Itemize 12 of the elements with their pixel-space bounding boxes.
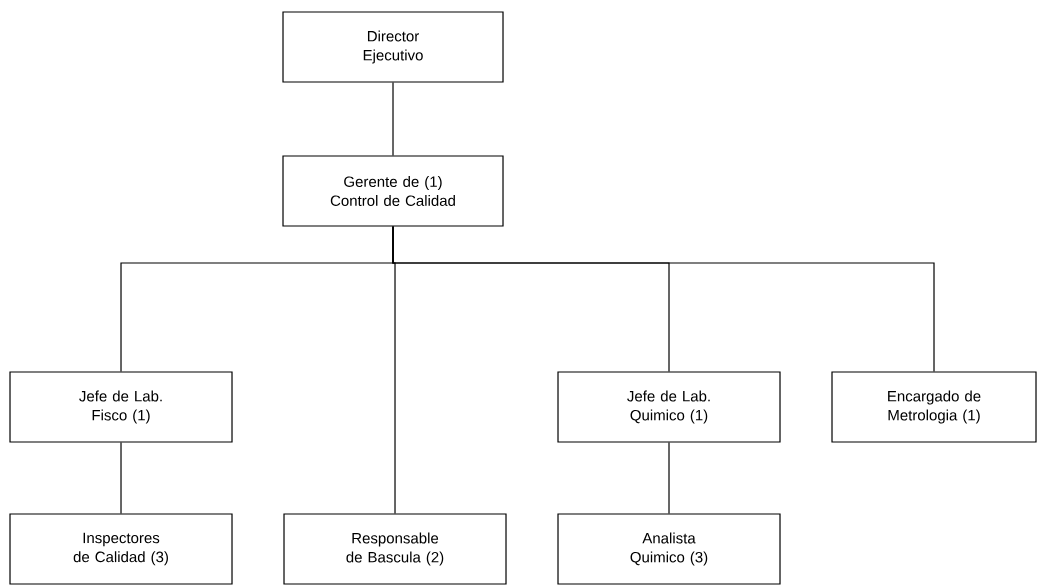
org-box: Responsable de Bascula (2) xyxy=(283,513,507,585)
connector-line xyxy=(120,442,122,514)
org-box: Jefe de Lab. Quimico (1) xyxy=(557,371,781,443)
org-box: Director Ejecutivo xyxy=(282,11,504,83)
org-box: Jefe de Lab. Fisco (1) xyxy=(9,371,233,443)
org-box: Gerente de (1) Control de Calidad xyxy=(282,155,504,227)
org-box: Encargado de Metrologia (1) xyxy=(831,371,1037,443)
connector-line xyxy=(668,442,670,514)
org-box: Analista Quimico (3) xyxy=(557,513,781,585)
org-box: Inspectores de Calidad (3) xyxy=(9,513,233,585)
connector-line xyxy=(392,82,394,156)
connector-line xyxy=(392,226,935,372)
